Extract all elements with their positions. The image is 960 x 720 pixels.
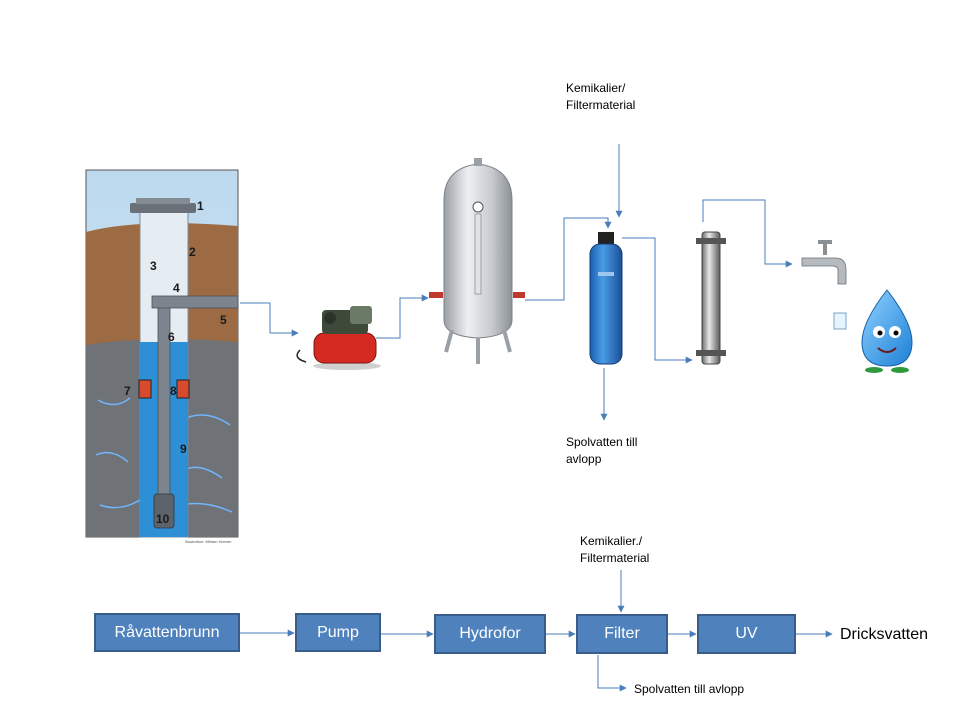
- well-number-9: 9: [180, 442, 187, 456]
- well-number-7: 7: [124, 384, 131, 398]
- well-number-8: 8: [170, 384, 177, 398]
- well-number-10: 10: [156, 512, 170, 526]
- well-number-3: 3: [150, 259, 157, 273]
- filter-illustration: [589, 232, 623, 365]
- drinking-water-label: Dricksvatten: [840, 626, 929, 643]
- uv-illustration: [696, 231, 726, 365]
- backwash-label-line2: avlopp: [566, 452, 602, 466]
- hydrofor-illustration: [429, 158, 525, 364]
- flow-box-pump: Pump: [295, 613, 381, 652]
- well-illustration: 1 2 3 4 5 6 7 8 9 10 Illustration: Miria…: [85, 169, 239, 544]
- arrow-flow-filter-to-drain: [597, 655, 627, 692]
- flow-box-hydrofor: Hydrofor: [434, 614, 546, 654]
- chemicals-label-line2: Filtermaterial: [566, 98, 636, 112]
- flow-chemicals-label: Kemikalier./ Filtermaterial: [580, 533, 649, 567]
- flow-drain-label: Spolvatten till avlopp: [634, 682, 745, 696]
- arrow-hydrofor-to-filter: [525, 217, 612, 301]
- water-drop-mascot-icon: [833, 289, 913, 373]
- well-number-4: 4: [173, 281, 180, 295]
- well-credit: Illustration: Miriam Holmer: [185, 539, 232, 544]
- flow-chemicals-label-line2: Filtermaterial: [580, 551, 650, 565]
- flow-box-filter: Filter: [576, 614, 668, 654]
- flow-box-uv: UV: [697, 614, 796, 654]
- chemicals-label: Kemikalier/ Filtermaterial: [566, 80, 635, 114]
- backwash-label-line1: Spolvatten till: [566, 435, 638, 449]
- arrow-pump-to-hydrofor: [376, 294, 429, 339]
- backwash-label: Spolvatten till avlopp: [566, 434, 637, 468]
- well-number-1: 1: [197, 199, 204, 213]
- chemicals-label-line1: Kemikalier/: [566, 81, 626, 95]
- arrow-well-to-pump: [240, 302, 299, 337]
- arrow-uv-to-tap: [702, 199, 793, 268]
- flow-chemicals-label-line1: Kemikalier./: [580, 534, 643, 548]
- well-number-6: 6: [168, 330, 175, 344]
- flow-box-rawwater-well: Råvattenbrunn: [94, 613, 240, 652]
- arrow-filter-to-uv: [622, 237, 693, 364]
- pump-illustration: [296, 306, 381, 370]
- well-number-2: 2: [189, 245, 196, 259]
- tap-icon: [801, 240, 847, 285]
- well-number-5: 5: [220, 313, 227, 327]
